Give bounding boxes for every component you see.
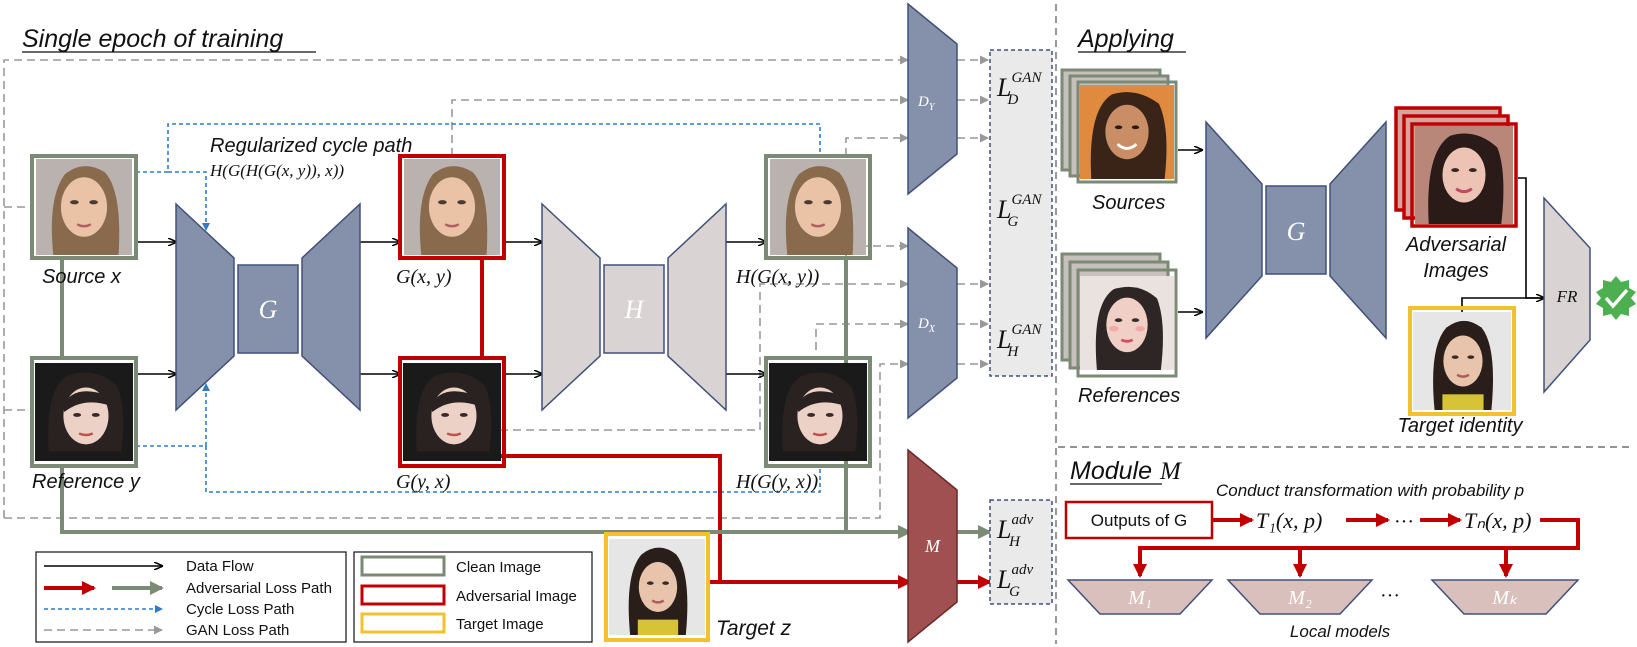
hgyx-label: H(G(y, x)) [735, 471, 819, 493]
discriminator-dx: DX [907, 226, 958, 420]
face-thumbnail-icon [609, 537, 705, 637]
face-thumbnail-icon [769, 159, 867, 255]
sources-label: Sources [1092, 192, 1165, 214]
loss-adv-h-sup: adv [1011, 512, 1033, 528]
legend-images: Clean Image Adversarial Image Target Ima… [353, 551, 593, 643]
loss-gan-d-sub: D [1006, 92, 1018, 108]
reference-label: Reference y [32, 471, 141, 493]
face-thumbnail-icon [1414, 126, 1514, 224]
gan-loss-paths [3, 55, 989, 519]
loss-gan-g-sup: GAN [1011, 192, 1042, 208]
generator-h-label: H [624, 295, 645, 324]
checkmark-badge-icon [1596, 276, 1636, 320]
target-z-label: Target z [716, 617, 792, 640]
adversarial-stack [1394, 106, 1518, 228]
sources-stack [1060, 68, 1178, 184]
local-model-label-2: M₂ [1287, 587, 1312, 609]
loss-adv-g-sub: G [1009, 584, 1020, 600]
section-dividers [1055, 4, 1630, 644]
cycle-path-formula: H(G(H(G(x, y)), x)) [209, 161, 344, 180]
transform-tn: Tₙ(x, p) [1464, 508, 1531, 533]
local-model-1: M₁ [1066, 579, 1214, 615]
applying-generator-g-label: G [1287, 217, 1306, 246]
adversarial-images-label-1: Adversarial [1405, 234, 1507, 256]
legend-flow: Data Flow Adversarial Loss Path Cycle Lo… [35, 551, 347, 643]
local-models-label: Local models [1290, 622, 1391, 641]
face-thumbnail-icon [35, 159, 133, 255]
transform-t1: T₁(x, p) [1256, 508, 1322, 533]
gyx-image [398, 356, 506, 468]
loss-adv-h-sub: H [1008, 534, 1021, 550]
local-model-k: Mₖ [1430, 579, 1580, 615]
discriminator-dx-sub: X [928, 324, 936, 335]
discriminator-dy: DY [907, 2, 958, 196]
local-model-label-1: M₁ [1127, 587, 1152, 609]
legend-image-label-1: Adversarial Image [456, 588, 577, 605]
outputs-of-g-box: Outputs of G [1064, 500, 1214, 540]
outputs-of-g-label: Outputs of G [1091, 511, 1187, 530]
face-thumbnail-icon [1080, 84, 1174, 180]
legend-flow-label-2: Cycle Loss Path [186, 601, 294, 618]
source-label: Source x [42, 266, 122, 288]
module-heading-symbol: M [1159, 458, 1182, 485]
face-thumbnail-icon [769, 361, 867, 463]
target-image [604, 532, 710, 642]
applying-generator-g: G [1205, 120, 1387, 340]
face-thumbnail-icon [35, 361, 133, 463]
cycle-loss-paths [136, 123, 821, 493]
hgxy-label: H(G(x, y)) [735, 266, 820, 288]
loss-gan-d-sup: GAN [1011, 70, 1042, 86]
data-flow-arrows [136, 242, 766, 374]
source-image [30, 154, 138, 260]
face-thumbnail-icon [1413, 311, 1511, 411]
applying-arrows [1178, 150, 1544, 318]
loss-gan-h-sup: GAN [1011, 322, 1042, 338]
face-recognition-model: FR [1543, 196, 1591, 394]
local-model-2: M₂ [1226, 579, 1374, 615]
target-identity-image [1408, 306, 1516, 416]
loss-adv-g-sup: adv [1011, 562, 1033, 578]
references-label: References [1078, 385, 1180, 407]
gxy-image [398, 154, 506, 260]
face-thumbnail-icon [1080, 274, 1174, 372]
reference-image [30, 356, 138, 468]
gyx-label: G(y, x) [396, 471, 451, 493]
legend-flow-label-3: GAN Loss Path [186, 622, 289, 639]
legend-image-label-2: Target Image [456, 616, 544, 633]
loss-gan-h-sub: H [1006, 344, 1019, 360]
generator-g: G [175, 202, 361, 412]
local-models-dots: ··· [1380, 585, 1400, 607]
cycle-path-title: Regularized cycle path [210, 135, 412, 157]
legend-flow-label-0: Data Flow [186, 558, 254, 575]
gxy-label: G(x, y) [396, 266, 452, 288]
legend-image-label-0: Clean Image [456, 559, 541, 576]
face-thumbnail-icon [403, 159, 501, 255]
generator-g-label: G [259, 295, 278, 324]
face-thumbnail-icon [403, 361, 501, 463]
target-identity-label: Target identity [1398, 415, 1524, 437]
local-model-label-k: Mₖ [1491, 587, 1518, 609]
legend-flow-label-1: Adversarial Loss Path [186, 580, 332, 597]
module-heading-word: Module [1070, 457, 1152, 485]
training-heading: Single epoch of training [22, 25, 283, 53]
module-caption: Conduct transformation with probability … [1216, 481, 1524, 500]
hgxy-image [764, 154, 872, 260]
transform-dots: ··· [1394, 511, 1414, 533]
module-m-label: M [924, 536, 941, 556]
hgyx-image [764, 356, 872, 468]
module-m-block: M [907, 448, 958, 644]
module-red-arrows [1133, 513, 1580, 578]
applying-heading: Applying [1076, 25, 1174, 53]
discriminator-dy-sub: Y [929, 102, 936, 113]
loss-gan-g-sub: G [1007, 214, 1018, 230]
fr-label: FR [1556, 287, 1578, 306]
references-stack [1060, 252, 1178, 378]
adversarial-images-label-2: Images [1423, 260, 1489, 282]
module-heading: Module M [1070, 457, 1182, 485]
generator-h: H [541, 202, 727, 412]
